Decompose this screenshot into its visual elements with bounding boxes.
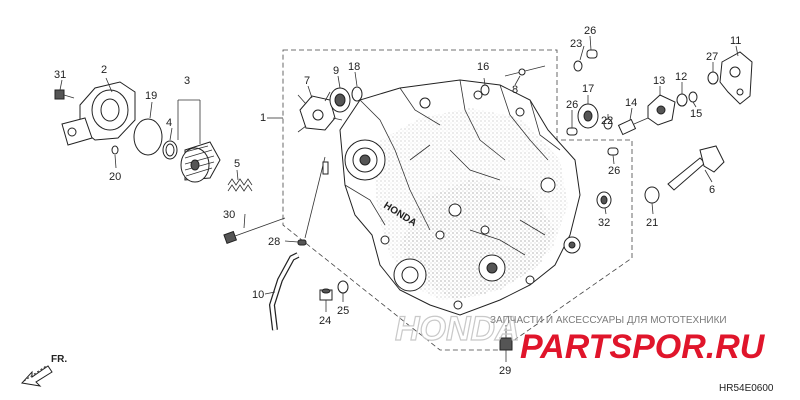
callout-labels: 1 2 3 4 5 6 7 8 9 10 11 12 13 14 15 16 1… [54,25,741,377]
callout-21: 21 [646,217,658,229]
callout-8: 8 [512,84,518,96]
washer-25 [337,280,349,294]
oil-filter-cover [61,81,136,146]
callout-2: 2 [101,64,107,76]
washer-23 [573,60,583,72]
watermark: HONDA ЗАПЧАСТИ И АКСЕССУАРЫ ДЛЯ МОТОТЕХН… [394,309,766,366]
o-ring-15 [688,91,698,103]
drain-bolt-29 [499,325,513,351]
o-ring-18 [351,86,363,102]
front-label: FR. [51,354,67,365]
callout-17: 17 [582,83,594,95]
oil-level-gauge-6 [667,145,725,191]
watermark-ghost: HONDA [395,310,520,348]
collar-26-mid [566,127,578,136]
o-ring-4 [162,140,178,160]
callout-9: 9 [333,65,339,77]
callout-18: 18 [348,61,360,73]
bearing-17 [577,103,599,129]
callout-26a: 26 [584,25,596,37]
watermark-brand: PARTSPOR.RU [520,328,766,366]
pin-small [322,161,329,175]
callout-26c: 26 [608,165,620,177]
bolt-31 [54,89,75,100]
callout-23: 23 [570,38,582,50]
callout-14: 14 [625,97,637,109]
spring-5 [227,178,253,192]
bracket-11 [719,51,753,105]
callout-15: 15 [690,108,702,120]
collar-26-low [607,147,619,156]
leader-lines [59,35,739,362]
callout-30: 30 [223,209,235,221]
plug-32 [596,191,612,209]
watermark-tagline: ЗАПЧАСТИ И АКСЕССУАРЫ ДЛЯ МОТОТЕХНИКИ [490,315,727,326]
callout-16: 16 [477,61,489,73]
pin-guide-line [304,156,326,239]
collar-26-top [586,49,598,59]
callout-22: 22 [601,115,613,127]
front-direction-indicator: FR. [21,354,67,387]
o-ring-27 [707,71,719,85]
callout-3: 3 [184,75,190,87]
bolt-30 [223,217,286,245]
oil-pump-rotor-7 [297,91,343,133]
oil-seal-9 [329,87,351,113]
washer-20 [111,145,119,155]
crankcase-cover: HONDA [339,79,581,316]
callout-4: 4 [166,117,172,129]
callout-7: 7 [304,75,310,87]
callout-11: 11 [730,35,741,47]
callout-27: 27 [706,51,718,63]
callout-25: 25 [337,305,349,317]
dowel-28 [297,239,307,246]
diagram-code: HR54E0600 [719,383,774,394]
callout-12: 12 [675,71,687,83]
shaft-8 [504,65,546,77]
assembly-outline [282,49,633,351]
bolt-14 [617,117,649,136]
callout-1: 1 [260,112,266,124]
callout-29: 29 [499,365,511,377]
o-ring-12 [676,93,688,107]
callout-10: 10 [252,289,264,301]
oil-filter-element [180,141,221,183]
washer-16 [480,84,490,96]
o-ring-21 [644,186,660,204]
callout-28: 28 [268,236,280,248]
nut-24 [319,288,333,301]
callout-32: 32 [598,217,610,229]
o-ring-19 [133,118,163,156]
callout-13: 13 [653,75,665,87]
callout-24: 24 [319,315,331,327]
callout-20: 20 [109,171,121,183]
callout-31: 31 [54,69,66,81]
callout-19: 19 [145,90,157,102]
callout-6: 6 [709,184,715,196]
housing-13 [647,94,676,126]
callout-26b: 26 [566,99,578,111]
callout-5: 5 [234,158,240,170]
